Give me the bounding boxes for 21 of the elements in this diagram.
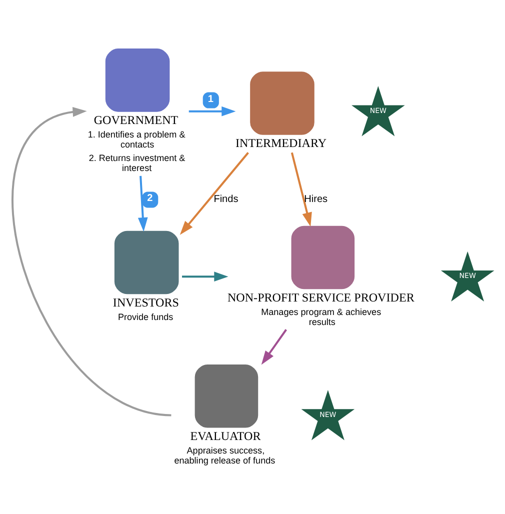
edge-label: Finds: [214, 194, 238, 205]
node-label: Provide funds: [118, 311, 174, 322]
node-label: INVESTORS: [112, 294, 179, 309]
arrow: [12, 106, 172, 416]
node-label: Appraises success, enabling release of funds: [174, 445, 276, 466]
node-label: GOVERNMENT: [94, 112, 178, 126]
arrow: [182, 271, 228, 282]
arrow: [138, 175, 148, 232]
edge-label: 2: [147, 192, 153, 204]
edge-label: Hires: [304, 194, 328, 205]
arrow: [261, 328, 287, 364]
node-label: 1. Identifies a problem & contacts: [88, 129, 186, 150]
node-label: 2. Returns investment & interest: [88, 152, 186, 172]
arrow: [188, 106, 236, 116]
arrow: [180, 152, 249, 234]
node-label: NON-PROFIT SERVICE PROVIDER: [227, 290, 414, 304]
edge-label: 1: [208, 93, 214, 104]
node-label: Manages program & achieves results: [261, 306, 382, 327]
arrow: [290, 152, 312, 226]
node-label: EVALUATOR: [190, 428, 261, 442]
node-label: INTERMEDIARY: [236, 136, 327, 150]
